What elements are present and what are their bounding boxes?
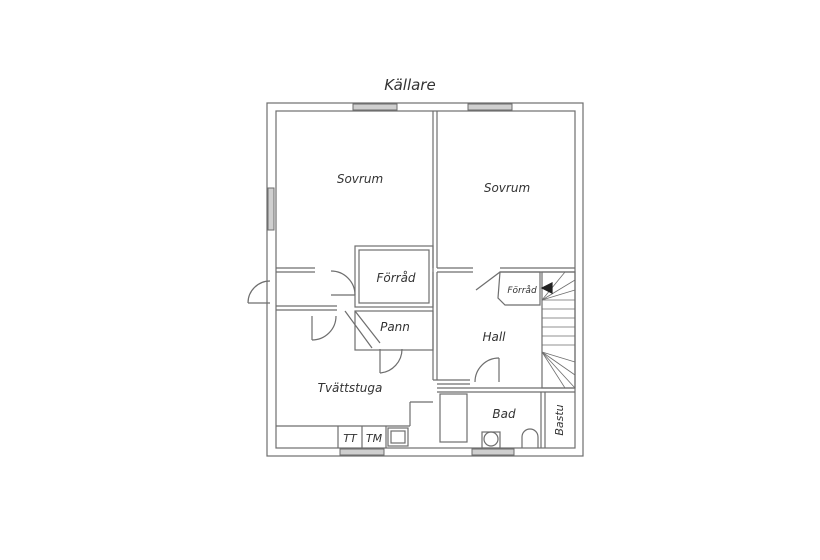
floor-title: Källare [384,76,436,94]
room-label-hall: Hall [482,330,506,344]
window [467,103,513,111]
window [267,187,275,231]
room-label-forrad-1: Förråd [376,271,415,285]
inner-wall [275,110,576,449]
room-label-bad: Bad [492,407,516,421]
room-label-sovrum-2: Sovrum [484,181,530,195]
window [471,448,515,456]
appliance-label-tm: TM [366,432,383,445]
window [339,448,385,456]
room-label-sovrum-1: Sovrum [337,172,383,186]
room-label-tvattstuga: Tvättstuga [318,381,383,395]
window [352,103,398,111]
room-label-forrad-2: Förråd [507,285,537,296]
room-label-bastu: Bastu [553,404,566,435]
outer-wall [266,102,584,457]
room-label-pann: Pann [380,320,410,334]
appliance-label-tt: TT [343,432,358,445]
